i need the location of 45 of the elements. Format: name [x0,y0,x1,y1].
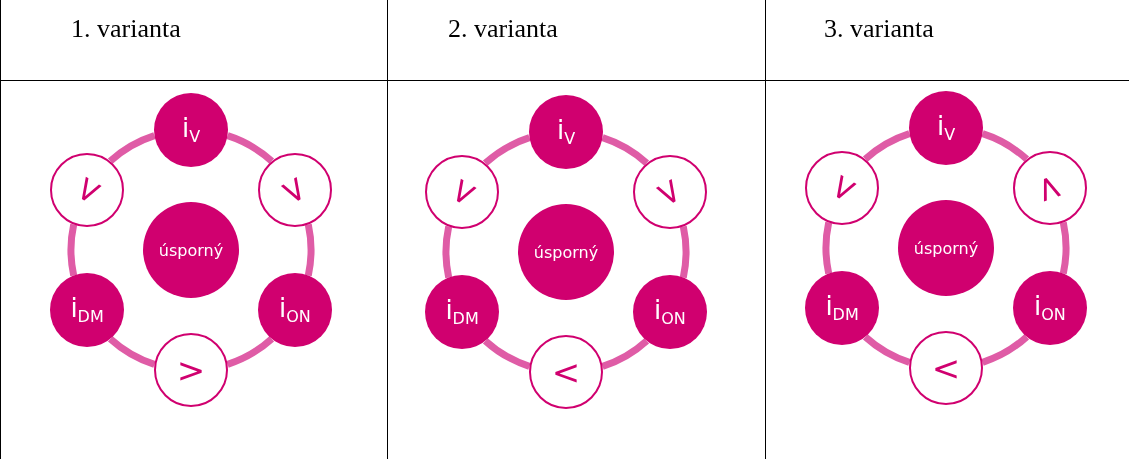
comparison-sign: < [820,167,864,209]
center-label: úsporný [533,242,599,262]
variable-label: i$_{ON}$ [654,297,686,327]
table-column [0,0,388,459]
column-heading: 2. varianta [448,14,558,44]
variable-label: i$_{V}$ [181,115,201,145]
ring-arc [679,225,690,279]
table-column [387,0,766,459]
ring-arc [981,130,1029,162]
column-heading: 1. varianta [71,14,181,44]
table-column [765,0,1129,459]
comparison-sign: < [551,355,581,389]
variable-label: i$_{ON}$ [279,295,311,325]
center-label: úsporný [158,240,224,260]
variable-label: i$_{DM}$ [70,295,104,325]
ring-arc [601,338,649,370]
variable-label: i$_{DM}$ [445,297,479,327]
comparison-sign: < [440,171,484,213]
ring-arc [304,223,315,277]
comparison-sign: > [273,169,317,211]
comparison-sign: < [1029,168,1071,208]
ring-arc [108,336,156,368]
ring-arc [226,336,274,368]
comparison-sign: < [931,351,961,385]
variable-label: i$_{V}$ [936,113,956,143]
ring-arc [226,132,274,164]
comparison-sign: > [176,353,206,387]
ring-arc [483,338,531,370]
ring-arc [483,134,531,166]
ring-arc [67,223,78,277]
ring-arc [108,132,156,164]
center-label: úsporný [913,238,979,258]
ring-arc [601,134,649,166]
ring-arc [822,221,833,275]
comparison-sign: < [65,169,109,211]
variable-label: i$_{ON}$ [1034,293,1066,323]
ring-arc [863,130,911,162]
ring-arc [981,334,1029,366]
variable-label: i$_{V}$ [556,117,576,147]
comparison-sign: > [648,171,692,213]
ring-arc [1059,221,1070,275]
column-heading: 3. varianta [824,14,934,44]
ring-arc [863,334,911,366]
ring-arc [442,225,453,279]
variable-label: i$_{DM}$ [825,293,859,323]
